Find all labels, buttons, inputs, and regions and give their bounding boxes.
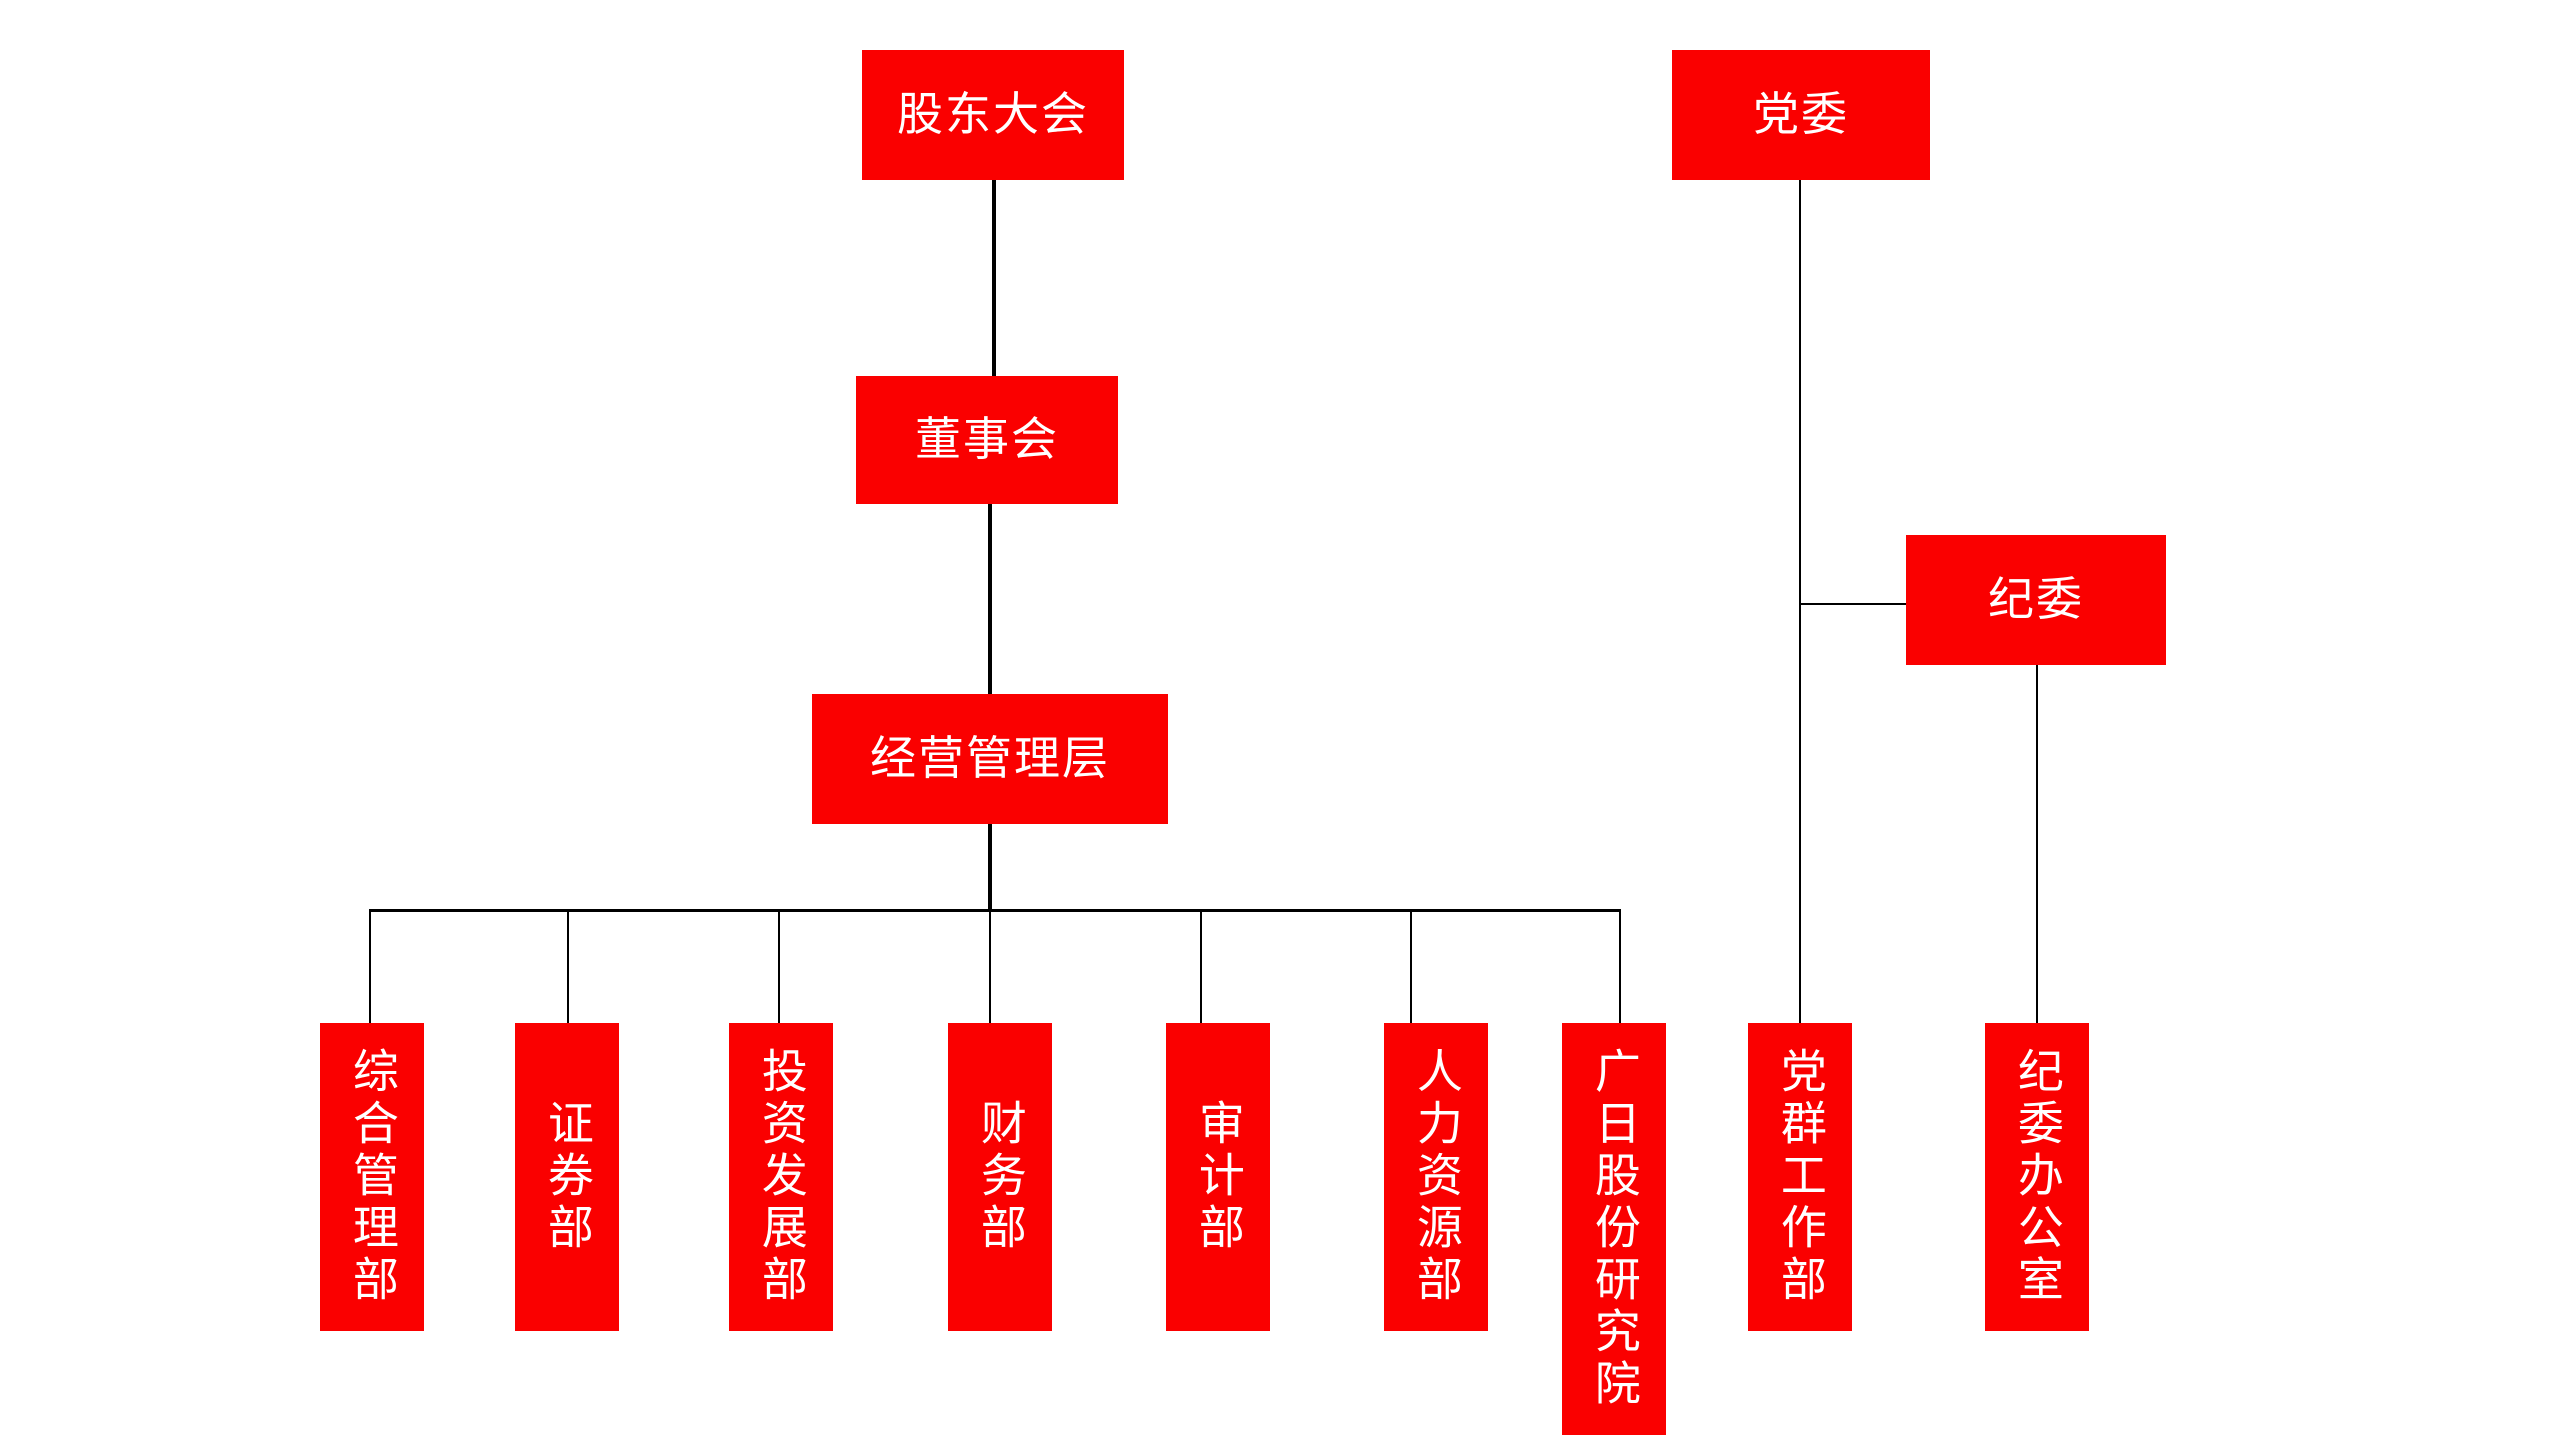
node-management[interactable]: 经营管理层 — [812, 694, 1168, 824]
edge-board-management — [988, 503, 992, 696]
node-board[interactable]: 董事会 — [856, 376, 1118, 504]
edge-discipline-spine — [2036, 665, 2038, 1023]
edge-drop-research — [1619, 909, 1621, 1023]
node-dept-securities[interactable]: 证券部 — [515, 1023, 619, 1331]
edge-drop-investment — [778, 909, 780, 1023]
edge-drop-general — [369, 909, 371, 1023]
node-shareholders[interactable]: 股东大会 — [862, 50, 1124, 180]
node-party-committee[interactable]: 党委 — [1672, 50, 1930, 180]
node-dept-finance[interactable]: 财务部 — [948, 1023, 1052, 1331]
edge-drop-securities — [567, 909, 569, 1023]
node-dept-party-mass-work[interactable]: 党群工作部 — [1748, 1023, 1852, 1331]
node-dept-investment-development[interactable]: 投资发展部 — [729, 1023, 833, 1331]
node-dept-research-institute[interactable]: 广日股份研究院 — [1562, 1023, 1666, 1435]
edge-drop-hr — [1410, 909, 1412, 1023]
node-dept-discipline-office[interactable]: 纪委办公室 — [1985, 1023, 2089, 1331]
edge-drop-audit — [1200, 909, 1202, 1023]
edge-management-drop — [988, 823, 992, 911]
edge-drop-finance — [989, 909, 991, 1023]
edge-shareholders-board — [992, 180, 996, 378]
node-dept-audit[interactable]: 审计部 — [1166, 1023, 1270, 1331]
node-dept-general-management[interactable]: 综合管理部 — [320, 1023, 424, 1331]
edge-party-spine — [1799, 180, 1801, 1023]
node-dept-human-resources[interactable]: 人力资源部 — [1384, 1023, 1488, 1331]
node-discipline-committee[interactable]: 纪委 — [1906, 535, 2166, 665]
edge-department-bus — [369, 909, 1620, 912]
edge-party-to-discipline — [1799, 603, 1907, 605]
